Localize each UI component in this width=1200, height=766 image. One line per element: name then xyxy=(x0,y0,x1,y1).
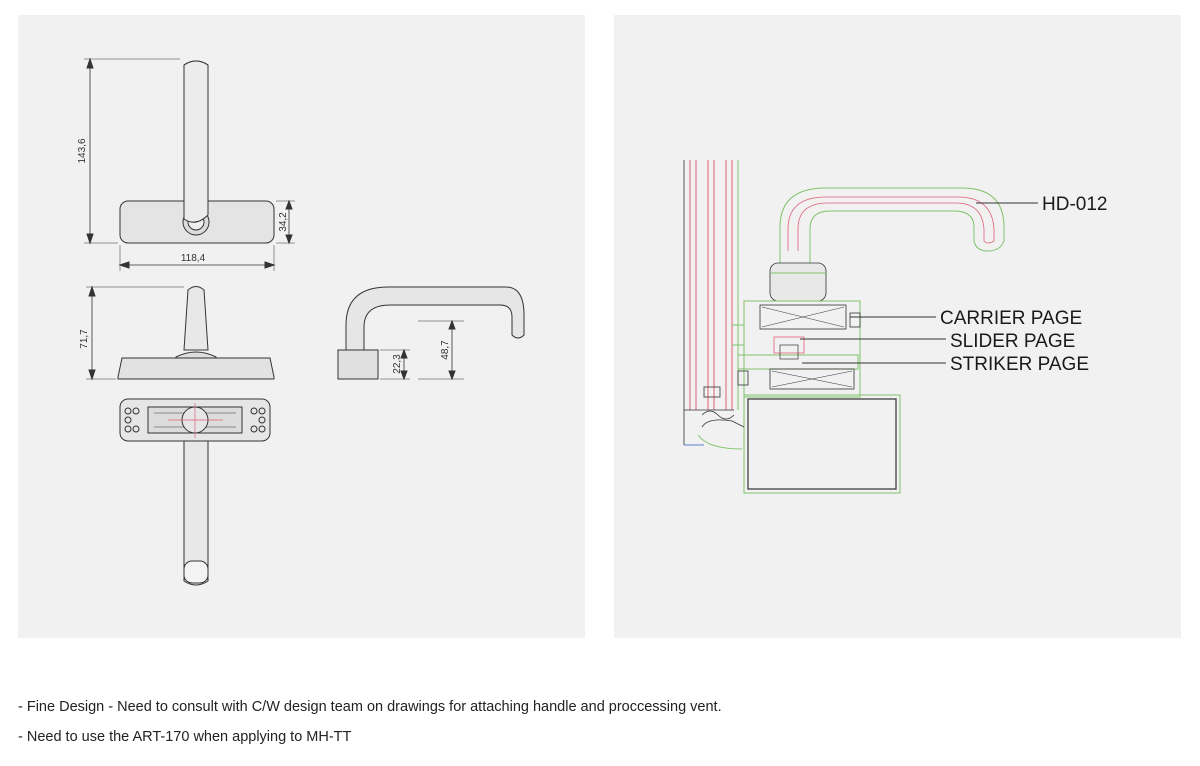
frame-mullion xyxy=(689,160,733,410)
note-art-170: - Need to use the ART-170 when applying … xyxy=(18,729,352,745)
dim-118-4: 118,4 xyxy=(181,253,206,264)
notes-section: - Fine Design - Need to consult with C/W… xyxy=(18,692,1178,752)
carrier-box xyxy=(759,304,847,330)
lever-front-view xyxy=(183,286,209,351)
technical-drawing-panel-right: HD-012 CARRIER PAGE SLIDER PAGE STRIKER … xyxy=(614,15,1181,638)
note-fine-design: - Fine Design - Need to consult with C/W… xyxy=(18,699,722,715)
striker-box xyxy=(769,368,855,390)
lever-side-view xyxy=(345,286,525,351)
dim-34-2: 34,2 xyxy=(278,212,289,232)
dim-143-6: 143,6 xyxy=(77,138,88,163)
dim-48-7: 48,7 xyxy=(440,340,451,360)
dim-22-3: 22,3 xyxy=(392,354,403,374)
base-side-view xyxy=(337,349,379,380)
lever-bottom-view xyxy=(183,440,209,586)
technical-drawing-panel-left: 143,6 118,4 34,2 71,7 22,3 48,7 xyxy=(18,15,585,638)
base-front-view xyxy=(117,357,275,380)
handle-base xyxy=(769,262,827,302)
callout-leaders xyxy=(800,202,1038,364)
callout-carrier-page: CARRIER PAGE xyxy=(940,308,1082,329)
slider-element xyxy=(773,336,805,354)
callout-striker-page: STRIKER PAGE xyxy=(950,354,1089,375)
sash-block xyxy=(747,398,897,490)
callout-hd-012: HD-012 xyxy=(1042,194,1107,215)
handle-lever-hd-012 xyxy=(779,187,1005,266)
callout-slider-page: SLIDER PAGE xyxy=(950,331,1075,352)
sash-block-outer xyxy=(743,394,901,494)
handle-dimension-drawing: 143,6 118,4 34,2 71,7 22,3 48,7 xyxy=(77,57,525,586)
dim-71-7: 71,7 xyxy=(79,329,90,349)
installation-section-drawing: HD-012 CARRIER PAGE SLIDER PAGE STRIKER … xyxy=(683,160,1107,494)
